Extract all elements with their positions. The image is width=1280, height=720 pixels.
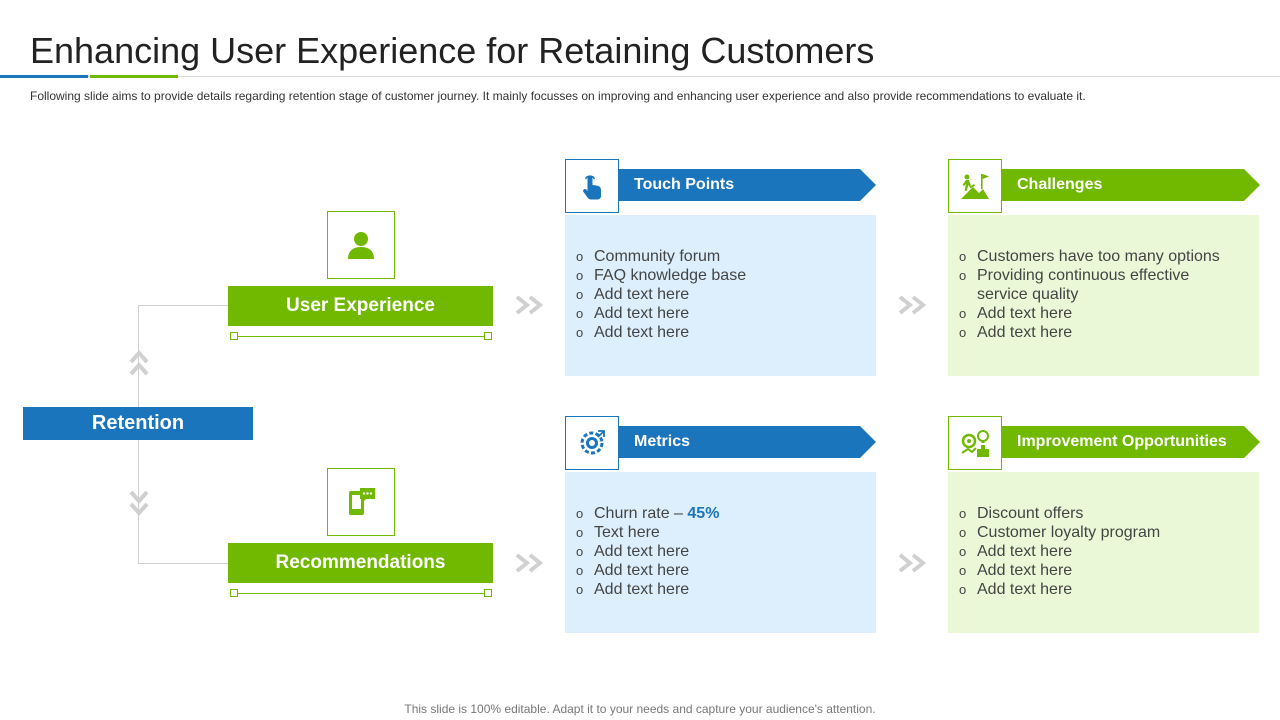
recommendations-icon-box	[327, 468, 395, 536]
chevron-right-icon	[898, 553, 927, 573]
user-experience-icon-box	[327, 211, 395, 279]
recommendations-underline	[234, 593, 488, 594]
list-item-continuation: service quality	[977, 286, 1079, 303]
user-icon	[348, 232, 374, 259]
challenges-icon-box	[948, 159, 1002, 213]
touch-points-icon-box	[565, 159, 619, 213]
phone-chat-icon	[349, 488, 375, 515]
touch-points-banner: Touch Points	[618, 169, 876, 201]
connector-top-horizontal	[138, 305, 228, 306]
footer-note: This slide is 100% editable. Adapt it to…	[404, 702, 876, 716]
underline-dot	[230, 589, 238, 597]
improvement-opportunities-banner: Improvement Opportunities	[1001, 426, 1260, 458]
title-divider	[0, 76, 1280, 77]
metrics-title: Metrics	[634, 433, 691, 450]
underline-dot	[484, 589, 492, 597]
user-experience-underline	[234, 336, 488, 337]
climber-flag-icon	[961, 174, 989, 199]
metrics-icon-box	[565, 416, 619, 470]
touch-hand-icon	[583, 175, 601, 200]
underline-dot	[484, 332, 492, 340]
page-title: Enhancing User Experience for Retaining …	[30, 30, 875, 71]
title-accent-green	[90, 75, 178, 78]
retention-label: Retention	[23, 407, 253, 440]
recommendations-label: Recommendations	[228, 543, 493, 583]
gear-chart-icon	[580, 430, 605, 455]
underline-dot	[230, 332, 238, 340]
challenges-title: Challenges	[1017, 176, 1103, 193]
growth-idea-icon	[961, 430, 989, 457]
chevron-right-icon	[898, 295, 927, 315]
user-experience-label: User Experience	[228, 286, 493, 326]
touch-points-title: Touch Points	[634, 176, 735, 193]
chevron-down-icon	[129, 490, 149, 517]
metrics-banner: Metrics	[618, 426, 876, 458]
chevron-up-icon	[129, 349, 149, 376]
chevron-right-icon	[515, 553, 544, 573]
churn-rate-value: 45%	[687, 505, 720, 522]
improvement-opportunities-icon-box	[948, 416, 1002, 470]
improvement-opportunities-title: Improvement Opportunities	[1017, 433, 1227, 450]
page-subtitle: Following slide aims to provide details …	[30, 89, 1086, 103]
connector-bottom-horizontal	[138, 563, 228, 564]
chevron-right-icon	[515, 295, 544, 315]
challenges-banner: Challenges	[1001, 169, 1260, 201]
title-accent-blue	[0, 75, 88, 78]
